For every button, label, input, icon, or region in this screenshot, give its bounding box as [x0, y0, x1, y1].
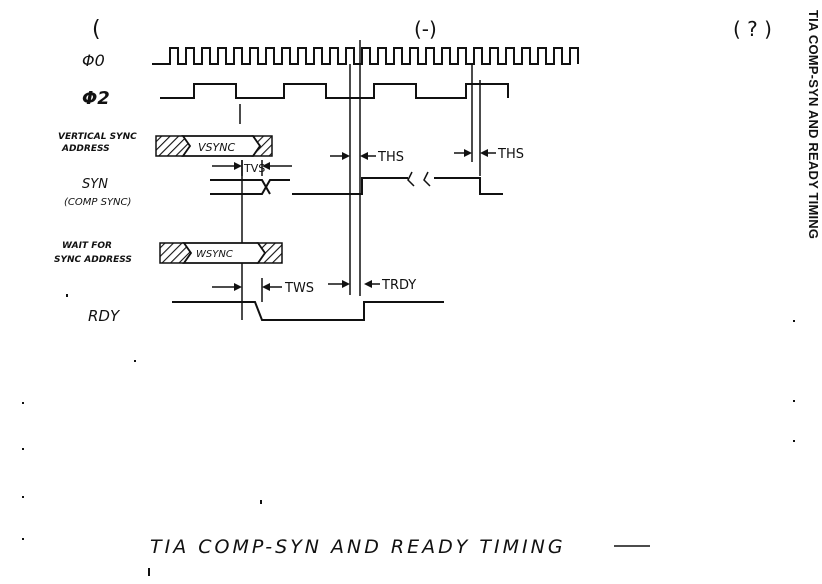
phi2-label: Φ2	[82, 88, 110, 109]
wsync-address-bus: WSYNC	[159, 242, 283, 264]
scan-specks	[22, 294, 795, 576]
vsync-address-bus: VSYNC	[155, 135, 273, 157]
page-mark-mid: (-)	[414, 17, 437, 41]
wsync-address-label-1: WAIT FOR	[62, 241, 112, 251]
side-title: TIA COMP-SYN AND READY TIMING	[806, 10, 821, 240]
ths1-annotation: THS	[330, 150, 404, 165]
ths2-annotation: THS	[454, 147, 524, 162]
ths1-label: THS	[377, 150, 404, 165]
trdy-label: TRDY	[381, 278, 416, 293]
bottom-title: TIA COMP-SYN AND READY TIMING	[150, 536, 566, 558]
tws-annotation: TWS	[212, 278, 314, 302]
syn-label-1: SYN	[82, 177, 108, 192]
syn-waveform-lower	[210, 179, 290, 195]
phi2-waveform	[160, 83, 509, 99]
ths2-label: THS	[497, 147, 524, 162]
rdy-waveform	[172, 301, 444, 321]
syn-label-2: (COMP SYNC)	[64, 197, 131, 208]
trdy-annotation: TRDY	[328, 278, 416, 293]
wsync-box-label: WSYNC	[196, 249, 233, 260]
page-mark-left: (	[92, 17, 101, 42]
phi0-label: Φ0	[82, 51, 105, 70]
tvs-annotation: TVS	[212, 160, 292, 176]
vsync-box-label: VSYNC	[198, 141, 235, 154]
syn-break-mark	[407, 171, 431, 187]
rdy-label: RDY	[88, 307, 121, 325]
syn-waveform-upper	[210, 179, 271, 195]
wsync-address-label-2: SYNC ADDRESS	[54, 255, 132, 265]
vsync-address-label-2: ADDRESS	[61, 144, 110, 154]
syn-waveform-tail	[434, 177, 503, 195]
vsync-address-label-1: VERTICAL SYNC	[58, 132, 137, 142]
syn-waveform-main	[292, 177, 408, 195]
page-mark-right: ( ? )	[733, 17, 772, 41]
phi0-waveform	[152, 47, 579, 65]
tvs-label: TVS	[243, 162, 265, 175]
tws-label: TWS	[284, 281, 314, 296]
